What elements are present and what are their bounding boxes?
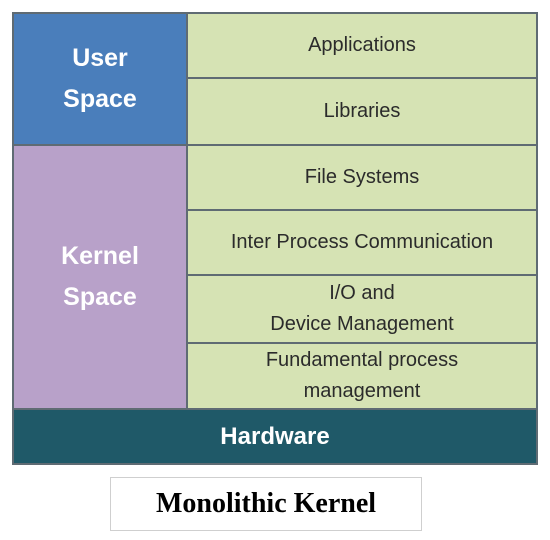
layer-label: File Systems	[304, 166, 420, 188]
hardware-block: Hardware	[14, 410, 536, 463]
kernel-space-label: Kernel Space	[61, 242, 139, 311]
user-space-block: User Space	[14, 14, 186, 144]
hardware-label: Hardware	[220, 422, 330, 450]
layer-process-management: Fundamental process management	[188, 344, 536, 408]
kernel-space-block: Kernel Space	[14, 146, 186, 408]
layer-applications: Applications	[188, 14, 536, 77]
layer-io-device-management: I/O and Device Management	[188, 276, 536, 342]
layer-label: Inter Process Communication	[230, 231, 494, 253]
layer-ipc: Inter Process Communication	[188, 211, 536, 274]
layer-label: Libraries	[323, 100, 401, 122]
layer-label: Fundamental process management	[265, 349, 459, 402]
monolithic-kernel-diagram: User Space Kernel Space Applications Lib…	[12, 12, 538, 465]
layer-label: I/O and Device Management	[270, 282, 454, 335]
user-space-label: User Space	[63, 44, 137, 113]
layer-file-systems: File Systems	[188, 146, 536, 209]
diagram-caption-box: Monolithic Kernel	[110, 477, 422, 531]
layer-libraries: Libraries	[188, 79, 536, 144]
diagram-caption: Monolithic Kernel	[155, 488, 377, 519]
layer-label: Applications	[308, 34, 416, 56]
